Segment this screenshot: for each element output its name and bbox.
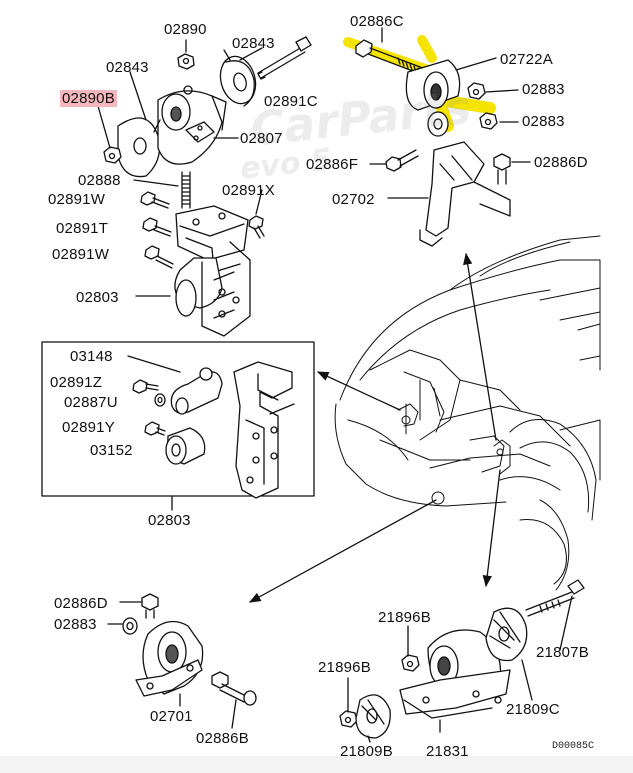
label-02891X[interactable]: 02891X	[222, 182, 275, 199]
bolt-02891W-lower	[144, 245, 174, 269]
bolt-02886B	[211, 671, 257, 706]
label-02843-left[interactable]: 02843	[106, 59, 149, 76]
bolt-02891C	[257, 36, 312, 80]
mount-02807	[153, 85, 227, 165]
arrow-to-21831	[482, 469, 501, 588]
detail-box	[41, 341, 315, 497]
label-02883-lower[interactable]: 02883	[522, 113, 565, 130]
bolt-02891Y	[144, 421, 166, 436]
nut-21896B-lower	[339, 710, 358, 728]
label-21831[interactable]: 21831	[426, 743, 469, 760]
label-02887U[interactable]: 02887U	[64, 394, 118, 411]
washer-02883-bottom	[122, 617, 138, 635]
label-02803-top[interactable]: 02803	[76, 289, 119, 306]
bolt-02886D-top	[493, 153, 511, 185]
bolt-02891T	[142, 217, 172, 237]
washer-02843-right	[219, 55, 257, 107]
label-02883-bottom[interactable]: 02883	[54, 616, 97, 633]
footer-strip	[0, 756, 633, 773]
label-02886F[interactable]: 02886F	[306, 156, 359, 173]
washer-02887U	[154, 393, 166, 407]
stud-02888	[181, 171, 191, 209]
bushing-03152	[165, 427, 206, 465]
label-02883-upper[interactable]: 02883	[522, 81, 565, 98]
label-21896B-upper[interactable]: 21896B	[378, 609, 431, 626]
label-21896B-lower[interactable]: 21896B	[318, 659, 371, 676]
label-02843-right[interactable]: 02843	[232, 35, 275, 52]
cover-21809C	[485, 607, 528, 662]
label-02886C[interactable]: 02886C	[350, 13, 404, 30]
bracket-02702	[419, 141, 511, 247]
label-02886D-top[interactable]: 02886D	[534, 154, 588, 171]
bolt-21807B	[525, 579, 585, 617]
label-21809C[interactable]: 21809C	[506, 701, 560, 718]
label-02891T[interactable]: 02891T	[56, 220, 109, 237]
label-02886D-bottom[interactable]: 02886D	[54, 595, 108, 612]
car-body	[334, 235, 601, 591]
label-02886B[interactable]: 02886B	[196, 730, 249, 747]
bolt-02886F	[385, 149, 419, 172]
label-03152[interactable]: 03152	[90, 442, 133, 459]
label-02722A[interactable]: 02722A	[500, 51, 553, 68]
bracket-02803-top	[174, 205, 251, 337]
nut-02890B	[103, 146, 122, 164]
label-02890[interactable]: 02890	[164, 21, 207, 38]
diagram-code: D00085C	[552, 741, 595, 752]
arm-03148	[170, 367, 223, 415]
nut-02890	[177, 53, 195, 70]
mount-02701	[135, 620, 204, 697]
bracket-02803-detail	[233, 361, 295, 499]
nut-21896B-upper	[401, 654, 420, 672]
label-21809B[interactable]: 21809B	[340, 743, 393, 760]
bushing-02722A	[405, 59, 461, 111]
arrow-to-detail	[316, 371, 401, 411]
label-02891W-lower[interactable]: 02891W	[52, 246, 110, 263]
nut-02883-upper	[467, 82, 486, 100]
label-03148[interactable]: 03148	[70, 348, 113, 365]
arrow-to-02702	[463, 252, 497, 441]
label-02807[interactable]: 02807	[240, 130, 283, 147]
label-02803-detail[interactable]: 02803	[148, 512, 191, 529]
bolt-02891X	[248, 215, 265, 239]
label-02891Y[interactable]: 02891Y	[62, 419, 115, 436]
cover-21809B	[355, 694, 391, 739]
label-02890B[interactable]: 02890B	[60, 90, 117, 107]
arrow-to-02701	[248, 499, 437, 603]
spacer-02883	[427, 111, 449, 137]
label-02702[interactable]: 02702	[332, 191, 375, 208]
nut-02883-lower	[479, 112, 498, 130]
label-02891W-upper[interactable]: 02891W	[48, 191, 106, 208]
label-02888[interactable]: 02888	[78, 172, 121, 189]
label-21807B[interactable]: 21807B	[536, 644, 589, 661]
label-02891C[interactable]: 02891C	[264, 93, 318, 110]
bolt-02891Z	[132, 379, 159, 394]
label-02891Z[interactable]: 02891Z	[50, 374, 103, 391]
washer-02843-left	[117, 117, 161, 178]
bolt-02886D-bottom	[141, 593, 159, 619]
label-02701[interactable]: 02701	[150, 708, 193, 725]
bolt-02891W-upper	[140, 191, 170, 209]
